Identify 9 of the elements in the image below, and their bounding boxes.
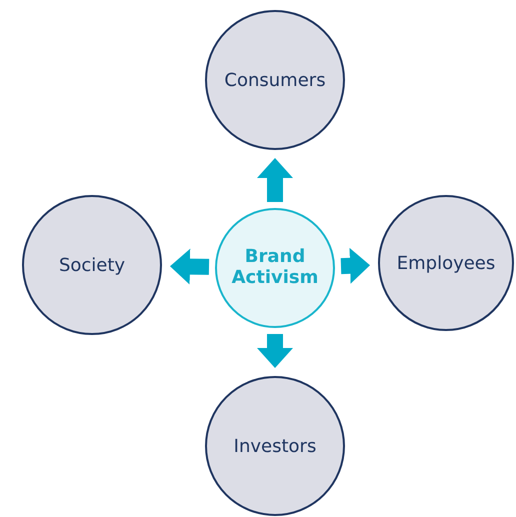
- node-label: Employees: [396, 252, 496, 274]
- node-label: Society: [58, 254, 126, 276]
- node-label: Brand Activism: [230, 247, 320, 289]
- node-label: Consumers: [223, 70, 327, 90]
- node-label: Investors: [232, 436, 318, 456]
- block-arrow: [257, 158, 293, 202]
- block-arrow: [257, 334, 293, 368]
- block-arrow: [170, 248, 210, 285]
- block-arrow: [340, 248, 370, 284]
